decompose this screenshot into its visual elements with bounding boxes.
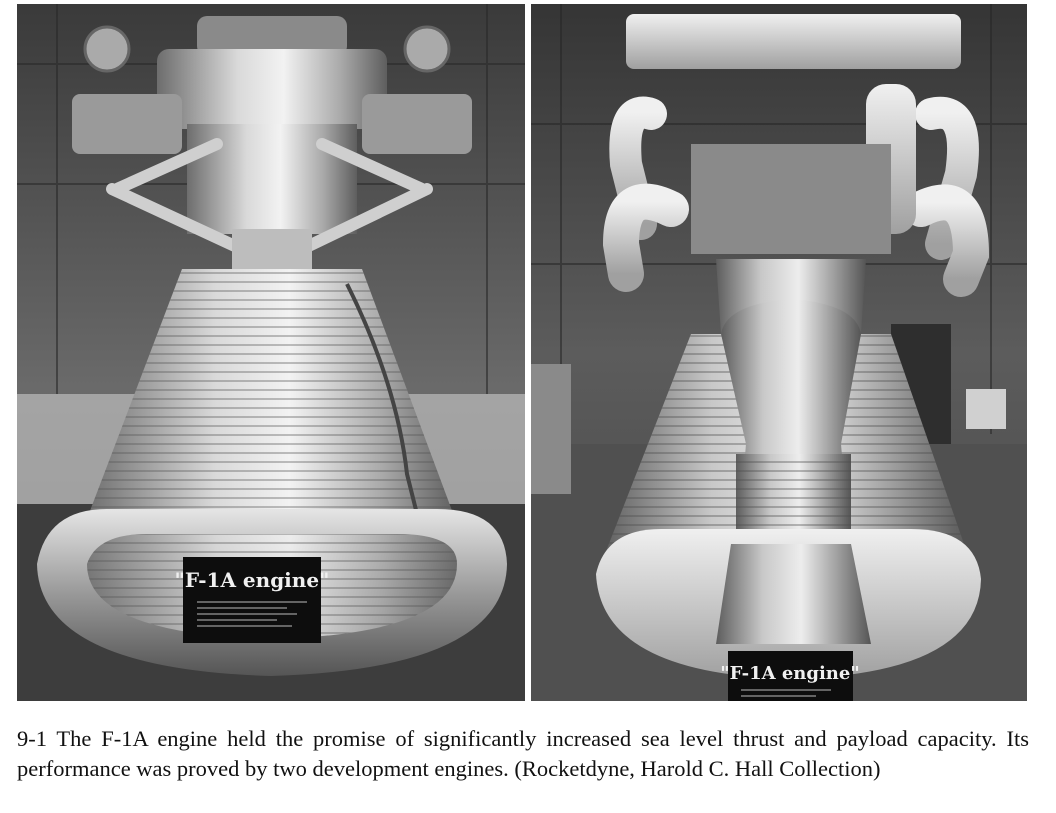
engine-plaque: "F-1A engine" — [175, 557, 330, 643]
engine-front-illustration: "F-1A engine" — [17, 4, 525, 701]
engine-plaque: "F-1A engine" — [720, 651, 860, 701]
engine-side-illustration: "F-1A engine" — [531, 4, 1027, 701]
figure-caption: 9-1 The F-1A engine held the promise of … — [17, 726, 1029, 781]
plaque-title: "F-1A engine" — [720, 663, 859, 684]
photo-f1a-engine-side: "F-1A engine" — [531, 4, 1027, 701]
photo-f1a-engine-front: "F-1A engine" — [17, 4, 525, 701]
plaque-title: "F-1A engine" — [175, 568, 330, 592]
